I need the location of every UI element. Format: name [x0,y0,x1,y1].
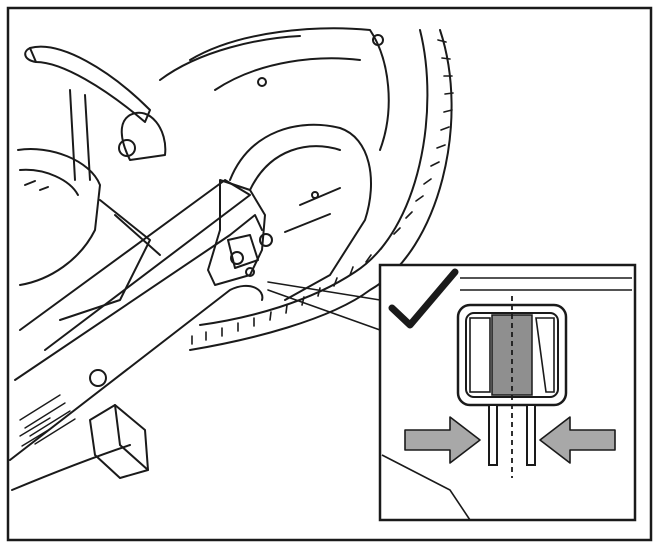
arrow-right-icon [404,416,481,464]
leader-line [267,281,381,301]
arm-bracket-inner [227,234,259,269]
blade-inner-arc [199,29,429,326]
blade-teeth [191,39,454,345]
main-arm-top [19,179,251,351]
vent-hatching [19,394,76,447]
handle-bar [29,45,151,123]
clamp-left-jaw [469,317,491,393]
arm-pivot [89,369,107,387]
handle-front [24,47,37,63]
motor-label [24,180,49,191]
clamp-right-jaw [535,317,555,393]
blade-guard [189,27,390,151]
base-rail [11,444,131,491]
arm-brace [59,199,151,321]
bracket-bolt-1 [230,251,244,265]
guard-screw-top [372,34,384,46]
belt-cover-slot [284,187,341,233]
base-foot-edge [114,404,149,471]
motor-housing [17,148,101,286]
handle-knob [118,139,136,157]
guard-screw [257,77,267,87]
main-arm-lower [9,284,264,461]
check-mark-icon [388,268,459,329]
detail-inset [378,263,637,522]
blade-plate-left [488,404,498,466]
arm-brace-2 [114,214,161,256]
blade-plate-right [526,404,536,466]
detail-top-edge [460,277,632,291]
handle-lever [120,111,167,161]
detail-bottom-edge [381,454,471,521]
bracket-bolt-2 [259,233,273,247]
handle-post [69,89,91,181]
arrow-left-icon [539,416,616,464]
bracket-bolt-3 [245,267,255,277]
main-arm-bottom [14,214,263,381]
belt-cover [229,123,372,301]
motor-housing-inner [19,168,79,196]
guard-ridge [159,35,301,81]
saw-drawing [9,27,454,491]
leader-line-2 [267,289,381,331]
blade-guard-inner [214,57,361,91]
belt-cover-edge [249,145,341,191]
belt-cover-screw [311,191,319,199]
